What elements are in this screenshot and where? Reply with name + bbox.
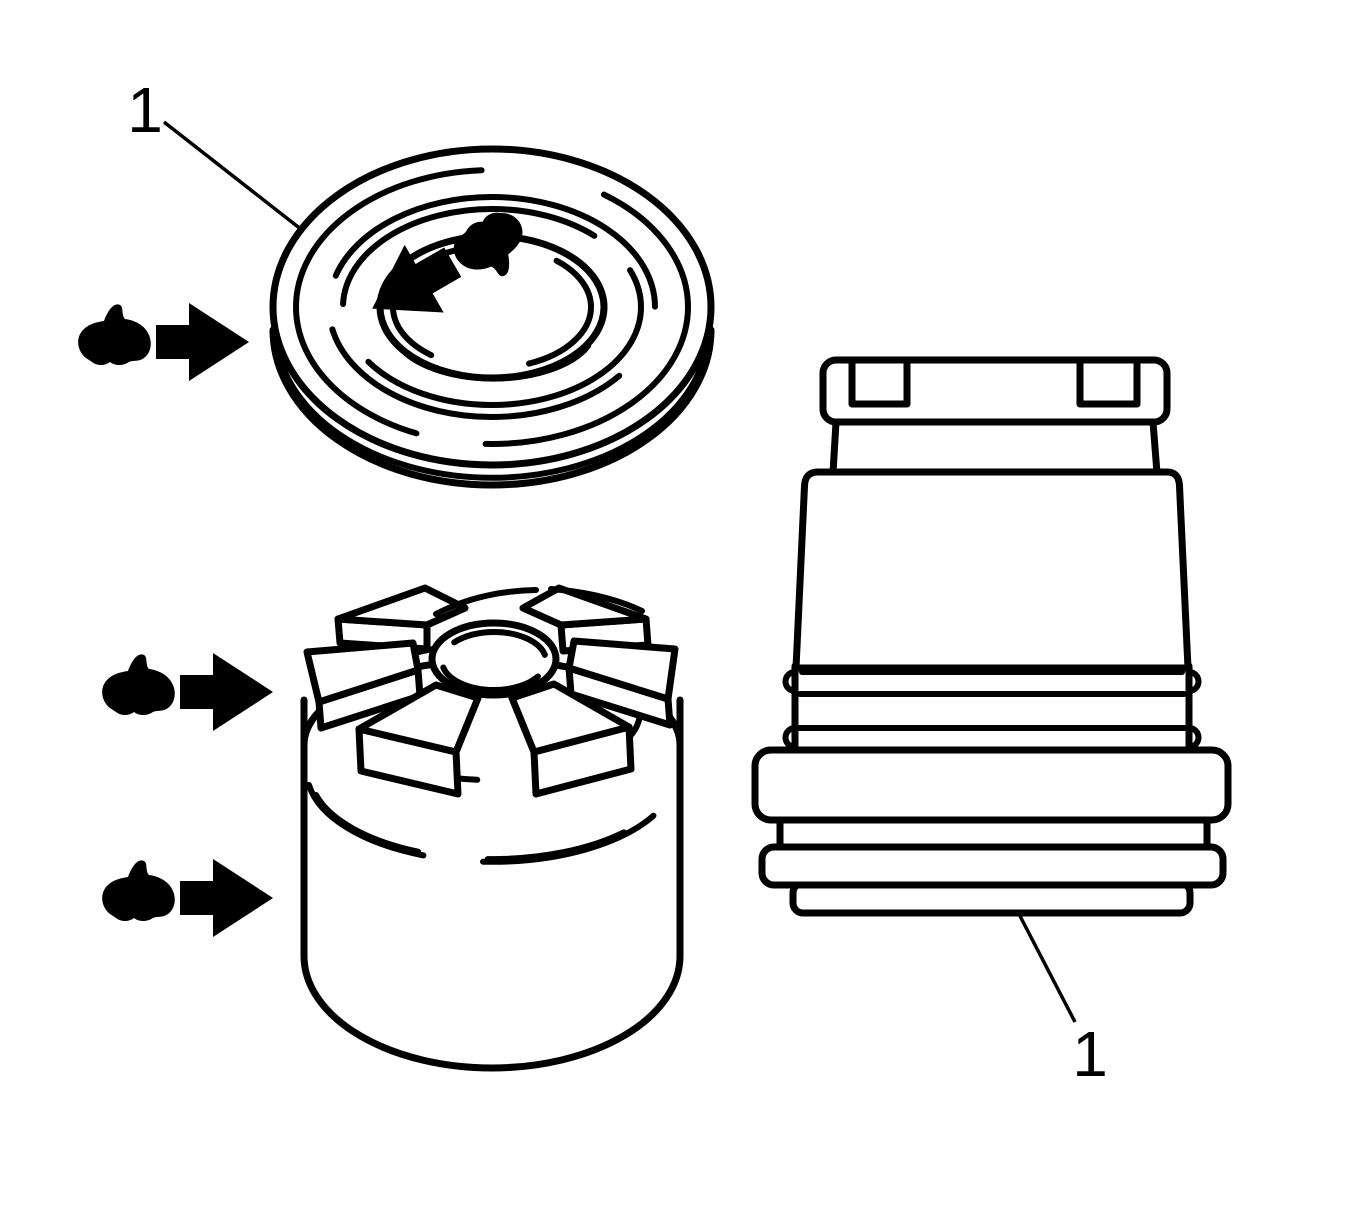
cap-notch-left [848,356,911,408]
lubricate-arrow-icon [102,653,273,731]
callout-label-seal: 1 [127,74,163,146]
filter-rim-chamfer-arc [313,792,671,863]
seal-inner-wall-crescent [395,342,591,382]
seal-ring-line-2 [293,167,691,447]
seal-side-wall-outer [269,326,715,489]
vane-left-top [303,639,422,706]
cap-bead-bump-right-2 [1186,725,1202,750]
seal-outer-edge [269,145,715,469]
cap-bead-bump-left-2 [782,725,798,750]
filter-element-illustration [300,584,684,1072]
filter-hub-lip-arc-left [433,587,539,617]
seal-ring-line-4 [340,206,644,408]
callout-label-cap: 1 [1072,1018,1108,1090]
cap-neck [829,418,1161,477]
cap-body [792,468,1192,672]
cap-notch-right [1076,356,1141,408]
cap-thread-section [791,662,1193,756]
filter-cap-illustration [751,356,1232,917]
filter-hub-hole-outer [428,619,560,699]
seal-ring-illustration [269,145,715,489]
callout-leader-cap [1018,915,1077,1023]
vane-bottom-right-top [508,680,633,756]
vane-upper-left-top [334,584,469,629]
seal-side-wall-inner [274,341,710,481]
vane-bottom-left-top [355,681,482,756]
callout-leader-seal [162,120,304,232]
vane-right-top [565,637,679,703]
cap-bead-bump-right-1 [1186,669,1202,694]
vane-upper-right-top [519,584,650,629]
cap-wide-band [751,746,1232,824]
filter-hub-hole-inner [439,629,549,693]
lubricate-arrow-icon [102,859,273,937]
cap-lower-band [758,843,1227,889]
filter-hub-lip-arc-right [548,586,645,614]
filter-vanes [303,584,679,798]
seal-ring-line-3 [326,194,658,420]
lubricate-arrow-icon [78,303,249,381]
cap-bead-bump-left-1 [782,669,798,694]
